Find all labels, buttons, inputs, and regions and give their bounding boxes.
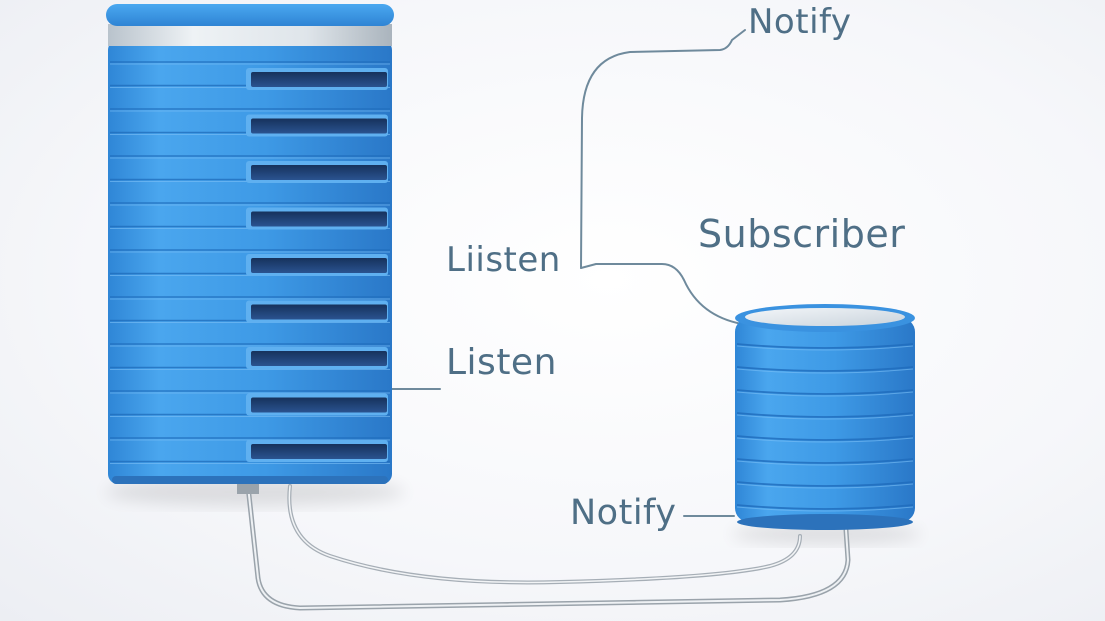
publisher-cylinder	[106, 4, 394, 484]
liisten-label: Liisten	[446, 240, 561, 280]
notify-label-bottom: Notify	[570, 493, 677, 533]
cylinder-base	[737, 514, 913, 530]
subscriber-connector	[580, 263, 743, 325]
top-cap	[106, 4, 394, 26]
cable	[237, 480, 851, 611]
slot	[251, 304, 387, 320]
subscriber-cylinder	[735, 304, 915, 530]
slot	[251, 258, 387, 273]
slot	[251, 397, 387, 413]
subscriber-label: Subscriber	[698, 212, 906, 256]
connector-lines	[391, 29, 746, 517]
disk-highlight	[736, 414, 914, 420]
disk-separator	[736, 458, 914, 464]
disk-highlight	[736, 506, 914, 512]
notify-label-top: Notify	[748, 2, 852, 42]
slot	[251, 165, 387, 180]
disk-separator	[736, 481, 914, 487]
silver-band	[108, 24, 392, 46]
cylinder-base	[112, 476, 388, 484]
disk-highlight	[736, 368, 914, 374]
top-plate	[745, 308, 905, 326]
disk-separator	[736, 435, 914, 441]
disk-highlight	[736, 460, 914, 466]
listen-label: Listen	[446, 342, 557, 383]
slot	[251, 444, 387, 459]
notify-top-connector	[580, 29, 746, 269]
disk-separator	[736, 389, 914, 395]
slot	[251, 118, 387, 134]
disk-highlight	[736, 391, 914, 397]
slot	[251, 72, 387, 87]
disk-highlight	[736, 345, 914, 351]
slot	[251, 351, 387, 366]
disk-highlight	[736, 483, 914, 489]
cylinder-body	[735, 318, 915, 522]
disk-separator	[736, 343, 914, 349]
disk-separator	[736, 366, 914, 372]
slot	[251, 211, 387, 227]
disk-separator	[736, 412, 914, 418]
disk-separator	[736, 504, 914, 510]
disk-highlight	[736, 437, 914, 443]
